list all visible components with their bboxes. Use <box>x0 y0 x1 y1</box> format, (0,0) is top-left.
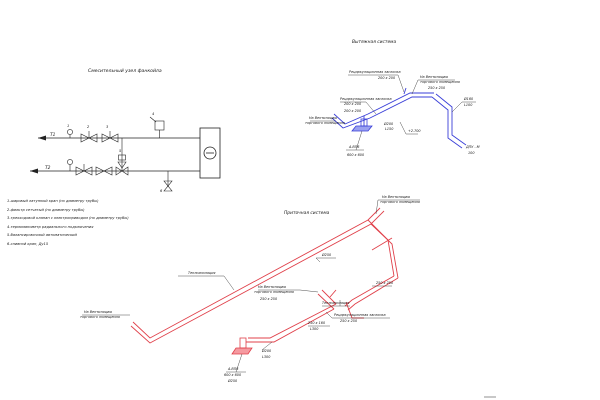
supply-d250: Ø250 <box>321 252 331 257</box>
drain-valve-icon <box>163 171 173 192</box>
supply-insulation-left: Теплоизоляция <box>188 271 215 275</box>
fan-coil-unit-icon <box>199 127 221 179</box>
thermometer-icon <box>67 129 73 171</box>
supply-grille: А.ВП6 <box>227 367 238 371</box>
exhaust-dpu-n: 100 <box>468 151 474 155</box>
tag-2: 2 <box>87 125 90 129</box>
supply-vent-top-sub: торгового помещения <box>380 200 420 204</box>
tag-1: 1 <box>67 124 69 128</box>
exhaust-recirc-top-size: 200 x 200 <box>378 76 395 80</box>
exhaust-level: +2.700 <box>408 129 421 133</box>
supply-size-250x160: 250 x 160 <box>308 321 325 325</box>
tag-5: 5 <box>119 149 122 153</box>
exhaust-system: Вытяжная система Рециркуляционная заслон… <box>305 39 480 157</box>
label-t2: Т2 <box>45 165 51 171</box>
supply-vent-mid-sub: торгового помещения <box>254 290 294 294</box>
supply-d200: Ø200 <box>261 348 271 353</box>
legend-item: 2-фильтр сетчатый (по диаметру трубы) <box>7 207 85 212</box>
supply-insulation-mid: Теплоизоляция <box>322 301 349 305</box>
legend-item: 3-трехходовой клапан с электроприводом (… <box>7 216 129 221</box>
arrow-out-icon <box>30 168 38 174</box>
supply-vent-mid: На Вентиляцию <box>258 285 286 289</box>
exhaust-vent-left-sub: торгового помещения <box>305 121 345 125</box>
exhaust-l150: L150 <box>385 127 393 131</box>
supply-grille-sub: Ø250 <box>227 378 237 383</box>
exhaust-grille-icon <box>351 118 373 132</box>
mixing-unit-legend: 1-шаровый латунный кран (по диаметру тру… <box>7 197 129 249</box>
supply-vent-left: На Вентиляцию <box>84 310 112 314</box>
ball-valve-icon <box>80 131 119 143</box>
exhaust-recirc-mid-size: 200 x 200 <box>344 102 361 106</box>
exhaust-grille: А.ВП6 <box>348 145 359 149</box>
supply-grille-icon <box>231 337 253 355</box>
tag-4: 4 <box>152 112 155 116</box>
supply-system: Приточная система <box>80 195 420 383</box>
exhaust-leaders <box>310 74 476 151</box>
supply-title: Приточная система <box>284 210 330 216</box>
exhaust-d200: Ø200 <box>383 121 393 126</box>
supply-recirc: Рециркуляционная заслонка <box>334 313 386 317</box>
exhaust-l100: L100 <box>464 103 472 107</box>
exhaust-vent-top-sub: торгового помещения <box>420 80 460 84</box>
exhaust-size-mid2: 200 x 200 <box>344 109 361 113</box>
supply-vent-top: На Вентиляцию <box>382 195 410 199</box>
legend-item: 4-термоманометр радиального подключения <box>7 224 94 229</box>
supply-recirc-size: 250 x 250 <box>340 319 357 323</box>
exhaust-recirc-mid: Рециркуляционная заслонка <box>340 97 392 101</box>
actuator-icon <box>149 116 165 138</box>
mixing-unit-schematic: Смесительный узел фанкойла Т1 Т2 <box>30 68 221 193</box>
exhaust-duct <box>331 87 467 149</box>
supply-grille-size: 600 x 600 <box>224 373 241 377</box>
exhaust-vent-top: На Вентиляцию <box>420 75 448 79</box>
return-valves-icon <box>75 164 113 176</box>
exhaust-vent-left: На Вентиляцию <box>309 116 337 120</box>
exhaust-dpu: ДПУ - М <box>465 145 480 149</box>
supply-l300: L300 <box>310 327 318 331</box>
label-t1: Т1 <box>50 132 56 138</box>
supply-duct <box>130 207 399 344</box>
supply-l300b: L300 <box>262 355 270 359</box>
legend-item: 6-сливной кран, Ду15 <box>7 241 49 246</box>
mixing-unit-title: Смесительный узел фанкойла <box>88 68 162 74</box>
exhaust-vent-top-size: 250 x 250 <box>428 86 445 90</box>
tag-6: 6 <box>160 189 163 193</box>
tag-3: 3 <box>106 125 109 129</box>
legend-item: 1-шаровый латунный кран (по диаметру тру… <box>7 199 99 203</box>
arrow-in-icon <box>38 135 46 141</box>
supply-vent-mid-size: 250 x 250 <box>260 297 277 301</box>
supply-leaders <box>82 199 420 373</box>
exhaust-d160: Ø160 <box>463 96 473 101</box>
supply-vent-left-sub: торгового помещения <box>80 315 120 319</box>
exhaust-title: Вытяжная система <box>352 39 396 45</box>
legend-item: 5-балансировочный автоматический <box>7 233 77 238</box>
supply-size-250: 250 x 250 <box>376 281 393 285</box>
three-way-valve-icon <box>115 138 129 176</box>
exhaust-recirc-top: Рециркуляционная заслонка <box>349 70 401 74</box>
exhaust-grille-size: 600 x 600 <box>347 153 364 157</box>
